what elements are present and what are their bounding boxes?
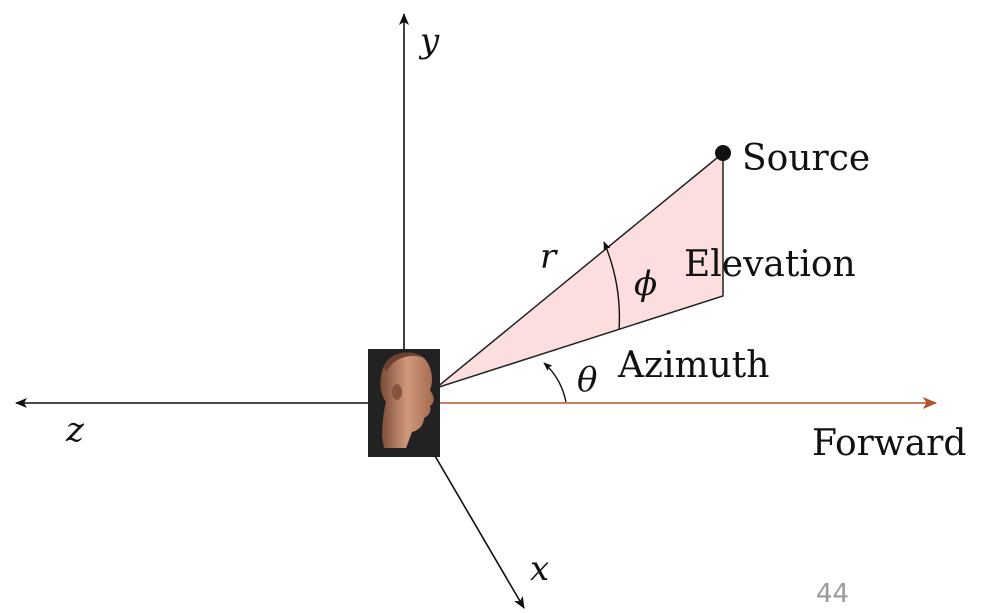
human-head-profile-icon [368, 349, 440, 457]
forward-label: Forward [812, 423, 966, 464]
page-number: 44 [816, 579, 849, 609]
x-axis-label: x [530, 549, 549, 589]
elevation-symbol: ϕ [634, 264, 657, 304]
source-point [715, 145, 731, 161]
distance-label: r [540, 237, 558, 277]
azimuth-symbol: θ [577, 360, 597, 400]
elevation-arc [603, 241, 621, 331]
elevation-label: Elevation [684, 244, 856, 285]
azimuth-arc [543, 362, 567, 403]
azimuth-label: Azimuth [617, 345, 769, 386]
z-axis-label: z [65, 410, 85, 450]
angle-wedge [435, 151, 724, 389]
source-label: Source [742, 138, 870, 179]
y-axis-label: y [418, 21, 440, 61]
